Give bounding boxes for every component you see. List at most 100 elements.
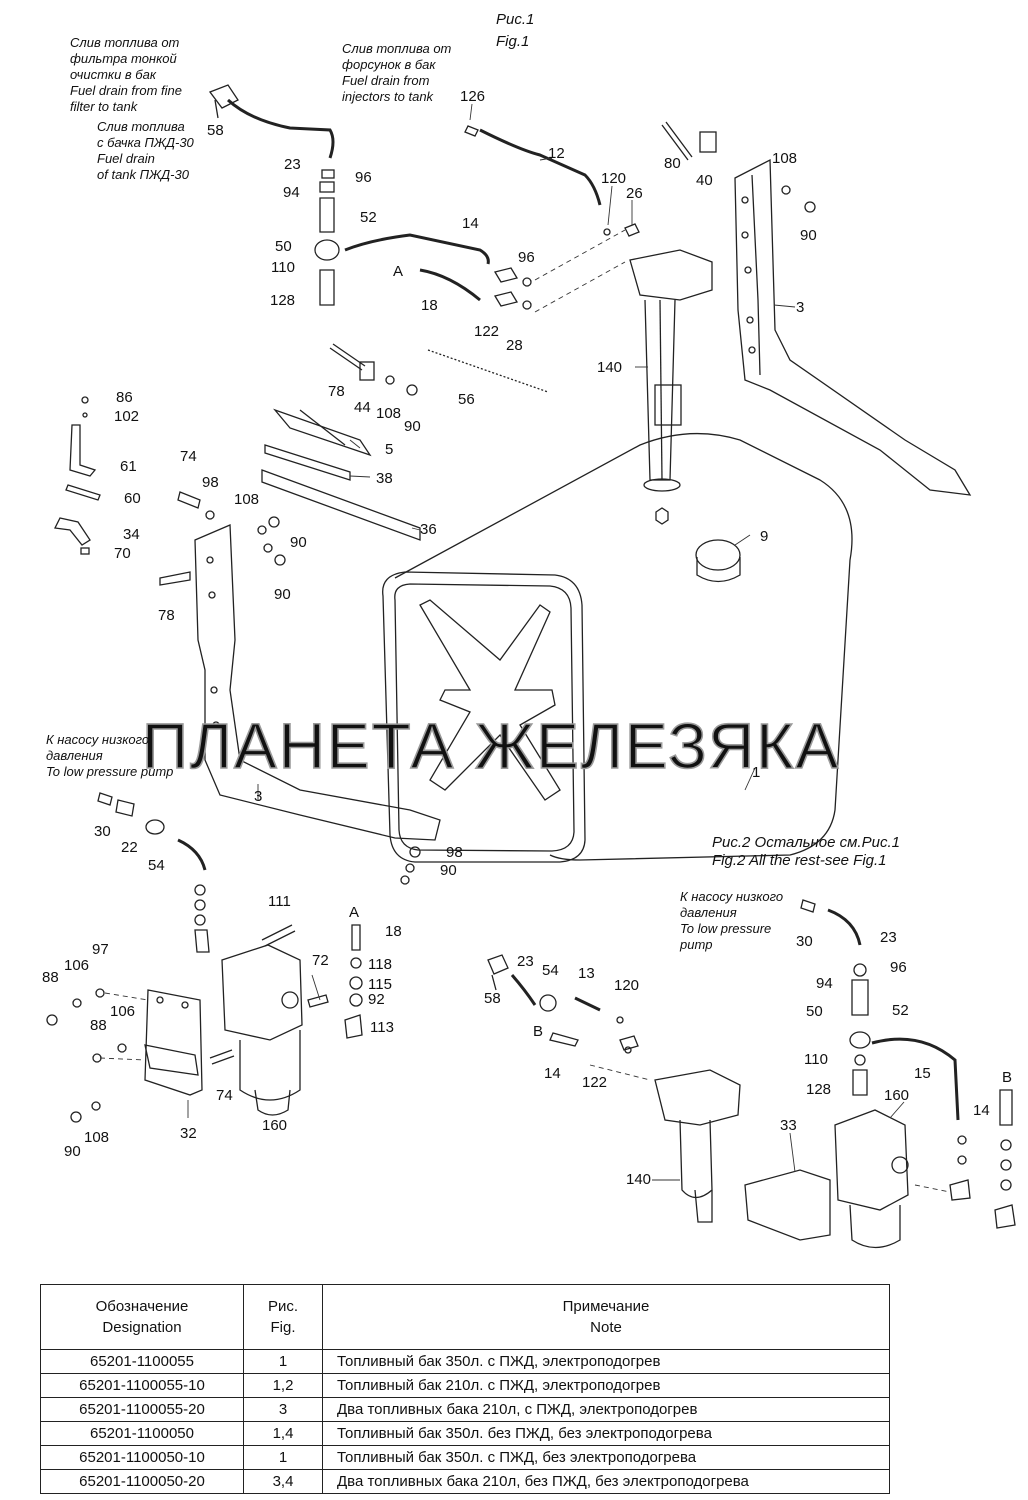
callout-label: A: [349, 904, 359, 921]
svg-text:Fig.2 All the rest-see Fig.1: Fig.2 All the rest-see Fig.1: [712, 852, 887, 869]
callout-label: 98: [202, 474, 219, 491]
callout-label: B: [1002, 1069, 1012, 1086]
caption-pump-fig1: К насосу низкого давления To low pressur…: [46, 732, 173, 779]
callout-label: 108: [84, 1129, 109, 1146]
svg-text:pump: pump: [679, 937, 713, 952]
callout-label: 52: [360, 209, 377, 226]
fig1-title-ru: Рис.1: [496, 11, 534, 28]
fig2-assembly: [487, 899, 1016, 1249]
callout-label: 70: [114, 545, 131, 562]
svg-text:Слив топлива от: Слив топлива от: [342, 41, 452, 56]
callout-label: 94: [283, 184, 300, 201]
callout-label: 30: [796, 933, 813, 950]
fasteners: [159, 121, 816, 586]
callout-label: 78: [158, 607, 175, 624]
callout-label: 113: [370, 1019, 394, 1036]
svg-text:Fuel drain from: Fuel drain from: [342, 73, 430, 88]
callout-label: 94: [816, 975, 833, 992]
svg-text:давления: давления: [46, 748, 103, 763]
svg-text:Рис.2 Остальное см.Рис.1: Рис.2 Остальное см.Рис.1: [712, 834, 900, 851]
callout-label: 23: [284, 156, 301, 173]
callout-label: 26: [626, 185, 643, 202]
caption-filter-drain: Слив топлива от фильтра тонкой очистки в…: [70, 35, 182, 114]
callout-label: 1: [752, 764, 760, 781]
callout-label: 36: [420, 521, 437, 538]
callout-label: 18: [421, 297, 438, 314]
callout-label: 96: [890, 959, 907, 976]
callout-label: 108: [234, 491, 259, 508]
callout-label: 15: [914, 1065, 931, 1082]
svg-text:очистки в бак: очистки в бак: [70, 67, 157, 82]
callout-label: 106: [110, 1003, 135, 1020]
svg-text:Fuel drain from fine: Fuel drain from fine: [70, 83, 182, 98]
callout-label: 98: [446, 844, 463, 861]
callout-label: 120: [614, 977, 639, 994]
fig1-title-en: Fig.1: [496, 33, 529, 50]
callout-label: 108: [772, 150, 797, 167]
callout-label: 50: [806, 1003, 823, 1020]
svg-text:К насосу низкого: К насосу низкого: [46, 732, 149, 747]
leader-lines: [187, 103, 905, 1181]
callout-label: 40: [696, 172, 713, 189]
callout-label: 140: [626, 1171, 651, 1188]
callout-label: 110: [804, 1051, 828, 1068]
callout-label: 160: [262, 1117, 287, 1134]
svg-text:фильтра тонкой: фильтра тонкой: [70, 51, 177, 66]
callout-label: 33: [780, 1117, 797, 1134]
callout-label: 106: [64, 957, 89, 974]
callout-label: 58: [207, 122, 224, 139]
callout-label: 90: [64, 1143, 81, 1160]
callout-label: 140: [597, 359, 622, 376]
callout-label: 32: [180, 1125, 197, 1142]
callout-label: 102: [114, 408, 139, 425]
callout-label: 28: [506, 337, 523, 354]
svg-text:injectors to tank: injectors to tank: [342, 89, 435, 104]
callout-label: 14: [544, 1065, 561, 1082]
callout-label: 30: [94, 823, 111, 840]
callout-label: B: [533, 1023, 543, 1040]
callout-label: 90: [290, 534, 307, 551]
svg-text:of tank ПЖД-30: of tank ПЖД-30: [97, 167, 190, 182]
callout-label: 74: [180, 448, 197, 465]
caption-heater-drain: Слив топлива с бачка ПЖД-30 Fuel drain o…: [97, 119, 195, 182]
callout-label: A: [393, 263, 403, 280]
callout-label: 90: [800, 227, 817, 244]
callout-label: 13: [578, 965, 595, 982]
callout-label: 23: [880, 929, 897, 946]
callout-label: 3: [796, 299, 804, 316]
svg-text:К насосу низкого: К насосу низкого: [680, 889, 783, 904]
callout-label: 88: [90, 1017, 107, 1034]
svg-text:filter to tank: filter to tank: [70, 99, 139, 114]
level-sensor: [629, 249, 713, 492]
caption-pump-fig2: К насосу низкого давления To low pressur…: [679, 889, 783, 952]
callout-label: 108: [376, 405, 401, 422]
svg-text:форсунок в бак: форсунок в бак: [342, 57, 436, 72]
callout-label: 111: [268, 893, 291, 910]
callout-label: 88: [42, 969, 59, 986]
callout-label: 78: [328, 383, 345, 400]
callout-label: 22: [121, 839, 138, 856]
callout-label: 160: [884, 1087, 909, 1104]
callout-label: 60: [124, 490, 141, 507]
callout-label: 18: [385, 923, 402, 940]
svg-text:Слив топлива от: Слив топлива от: [70, 35, 180, 50]
callout-label: 50: [275, 238, 292, 255]
callout-label: 126: [460, 88, 485, 105]
callout-label: 122: [582, 1074, 607, 1091]
callout-label: 120: [601, 170, 626, 187]
svg-text:с бачка ПЖД-30: с бачка ПЖД-30: [97, 135, 195, 150]
filter-assembly-fig1: [46, 792, 421, 1123]
callout-label: 12: [548, 145, 565, 162]
callout-label: 3: [254, 788, 262, 805]
callout-label: 110: [271, 259, 295, 276]
callout-label: 118: [368, 956, 392, 973]
